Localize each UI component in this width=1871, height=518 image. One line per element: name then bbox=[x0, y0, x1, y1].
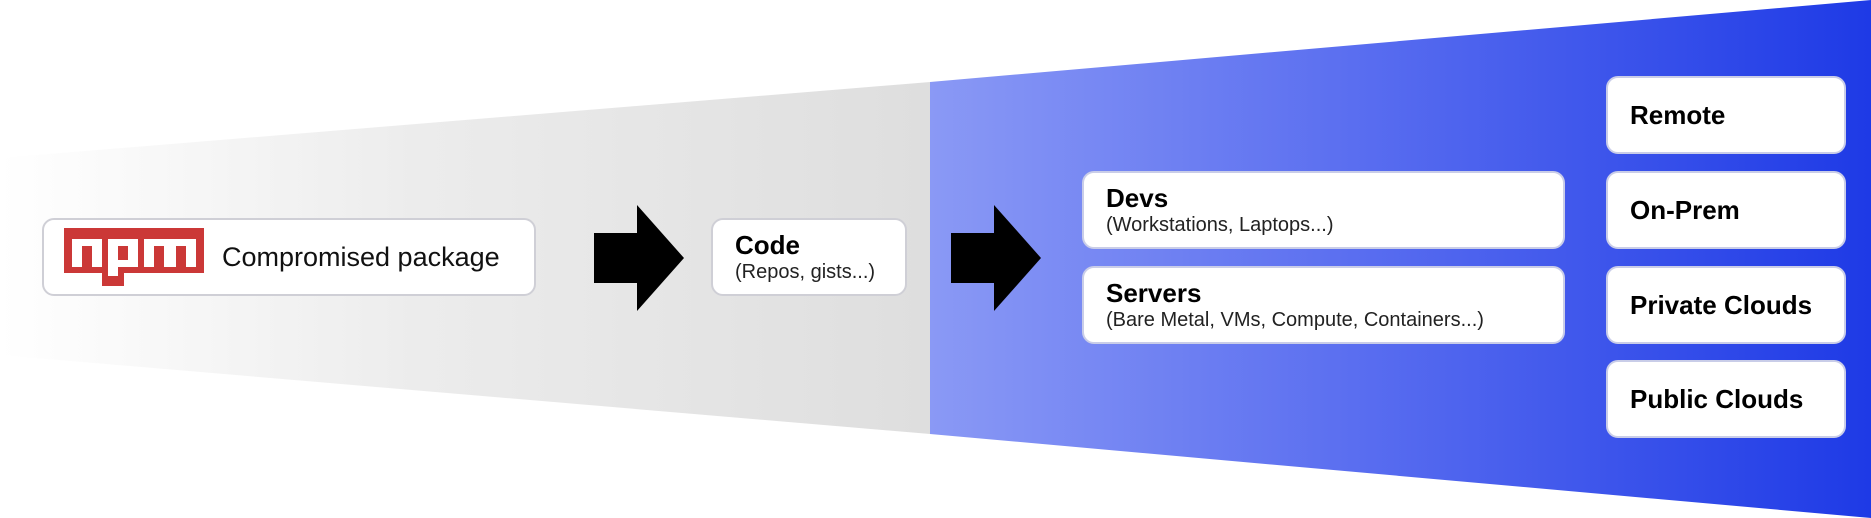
env-public-clouds-label: Public Clouds bbox=[1630, 383, 1804, 414]
env-private-clouds-label: Private Clouds bbox=[1630, 289, 1813, 320]
env-private-clouds-box: Private Clouds bbox=[1606, 266, 1846, 344]
right-arrow-icon bbox=[594, 205, 684, 311]
env-on-prem-box: On-Prem bbox=[1606, 171, 1846, 249]
code-box: Code (Repos, gists...) bbox=[711, 218, 907, 296]
servers-title: Servers bbox=[1106, 278, 1202, 308]
env-remote-box: Remote bbox=[1606, 76, 1846, 154]
compromised-package-box: Compromised package bbox=[42, 218, 536, 296]
devs-title: Devs bbox=[1106, 183, 1169, 213]
servers-subtitle: (Bare Metal, VMs, Compute, Containers...… bbox=[1106, 309, 1484, 331]
compromised-package-label: Compromised package bbox=[222, 241, 500, 272]
devs-subtitle: (Workstations, Laptops...) bbox=[1106, 214, 1334, 236]
devs-box: Devs (Workstations, Laptops...) bbox=[1082, 171, 1565, 249]
npm-logo-icon bbox=[64, 228, 204, 286]
env-public-clouds-box: Public Clouds bbox=[1606, 360, 1846, 438]
servers-box: Servers (Bare Metal, VMs, Compute, Conta… bbox=[1082, 266, 1565, 344]
right-arrow-icon bbox=[951, 205, 1041, 311]
code-title: Code bbox=[735, 230, 800, 260]
env-remote-label: Remote bbox=[1630, 99, 1726, 130]
code-subtitle: (Repos, gists...) bbox=[735, 261, 876, 283]
env-on-prem-label: On-Prem bbox=[1630, 194, 1740, 225]
